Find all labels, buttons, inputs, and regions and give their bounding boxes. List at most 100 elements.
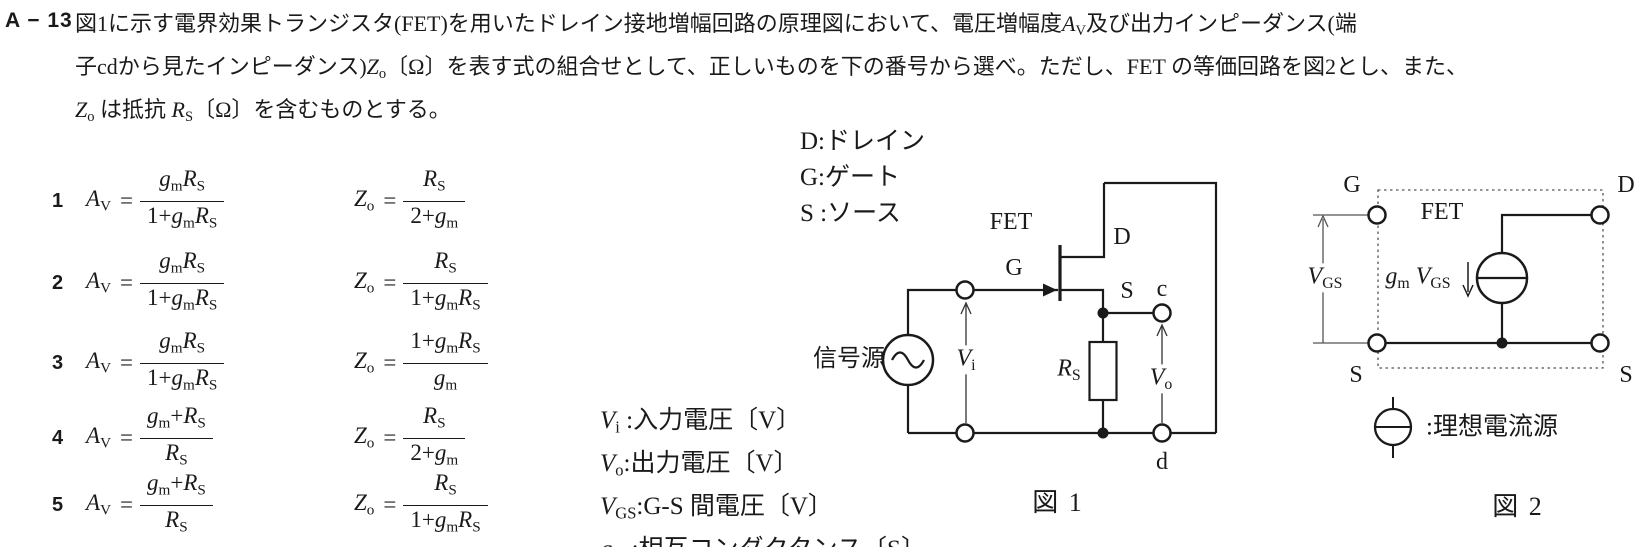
av-formula: AV = gmRS 1+gmRS <box>86 327 312 399</box>
fraction-numerator: RS <box>434 470 457 499</box>
definition-gm: gm :相互コンダクタンス〔S〕 <box>600 532 926 547</box>
terminal-c <box>1152 303 1172 323</box>
equals-sign: = <box>120 492 134 517</box>
fraction-denominator: 1+gmRS <box>140 200 225 237</box>
fraction-denominator: 2+gm <box>403 200 466 237</box>
gm-vgs-label: gm VGS <box>1385 263 1451 292</box>
fig2-wires <box>1385 213 1592 345</box>
answer-option-2: 2 AV = gmRS 1+gmRS Zo = RS 1+gmRS <box>52 248 488 315</box>
symbol-definitions: Vi :入力電圧〔V〕 Vo:出力電圧〔V〕 VGS:G-S 間電圧〔V〕 gm… <box>600 403 926 547</box>
fraction-numerator: gmRS <box>159 328 206 357</box>
fraction-denominator: RS <box>140 437 213 474</box>
answer-option-1: 1 AV = gmRS 1+gmRS Zo = RS 2+gm <box>52 166 466 233</box>
fet-label: FET <box>989 209 1033 235</box>
gate-arrowhead <box>1043 283 1057 297</box>
question-text-line-2: 子cdから見たインピーダンス)Zo〔Ω〕を表す式の組合せとして、正しいものを下の… <box>75 54 1468 83</box>
ideal-current-source-legend-text: :理想電流源 <box>1426 413 1558 441</box>
ideal-current-source-legend-symbol <box>1373 397 1413 458</box>
fraction-denominator: 1+gmRS <box>140 282 225 319</box>
gm-vgs-arrow <box>1462 262 1474 298</box>
fig1-terminals <box>955 280 1172 443</box>
av-formula: AV = gmRS 1+gmRS <box>86 165 312 237</box>
source-label-left: S <box>1349 362 1363 388</box>
vgs-label: VGS <box>1304 263 1346 293</box>
answer-option-3: 3 AV = gmRS 1+gmRS Zo = 1+gmRS gm <box>52 328 488 395</box>
signal-source-symbol <box>881 333 935 387</box>
fig1-junction-dots <box>1097 307 1109 439</box>
figure2-caption: 図 2 <box>1492 492 1544 521</box>
fraction-numerator: gm+RS <box>147 403 206 432</box>
equals-sign: = <box>383 270 397 295</box>
zo-symbol: Zo <box>354 423 375 452</box>
zo-symbol: Zo <box>354 348 375 377</box>
answer-option-4: 4 AV = gm+RS RS Zo = RS 2+gm <box>52 403 466 470</box>
figure1-circuit: FET G D S c d RS Vi Vo 信号源 図 1 <box>790 155 1240 525</box>
fraction-denominator: gm <box>403 362 488 399</box>
fraction-numerator: RS <box>434 248 457 277</box>
fet-dotted-box <box>1377 189 1604 369</box>
av-symbol: AV <box>86 490 112 519</box>
current-source-symbol <box>1475 251 1529 305</box>
question-text-line-1: 図1に示す電界効果トランジスタ(FET)を用いたドレイン接地増幅回路の原理図にお… <box>75 11 1357 40</box>
fraction-numerator: RS <box>423 166 446 195</box>
av-formula: AV = gm+RS RS <box>86 469 312 541</box>
figure2-equivalent-circuit: G D S S FET VGS gm VGS :理想電流源 図 2 <box>1295 170 1639 540</box>
zo-formula: Zo = RS 2+gm <box>354 165 466 237</box>
zo-fraction: RS 1+gmRS <box>403 247 488 319</box>
av-fraction: gmRS 1+gmRS <box>140 247 225 319</box>
answer-option-5: 5 AV = gm+RS RS Zo = RS 1+gmRS <box>52 470 488 537</box>
drain-label: D <box>1617 172 1635 198</box>
drain-legend-line: D:ドレイン <box>800 128 926 155</box>
fraction-numerator: gmRS <box>159 248 206 277</box>
av-fraction: gm+RS RS <box>140 402 213 474</box>
vi-label: Vi <box>953 345 979 375</box>
fig2-junction-dot <box>1496 337 1508 349</box>
source-terminal-right <box>1590 333 1610 353</box>
av-symbol: AV <box>86 186 112 215</box>
fraction-numerator: RS <box>423 403 446 432</box>
question-text-line-3: Zo は抵抗 RS〔Ω〕を含むものとする。 <box>75 97 451 126</box>
figure1-caption: 図 1 <box>1032 488 1084 517</box>
signal-source-label: 信号源 <box>813 346 885 372</box>
gate-label: G <box>1343 172 1361 198</box>
input-terminal-top <box>955 280 975 300</box>
equals-sign: = <box>383 425 397 450</box>
terminal-c-label: c <box>1156 276 1168 302</box>
zo-fraction: 1+gmRS gm <box>403 327 488 399</box>
drain-terminal <box>1590 205 1610 225</box>
zo-fraction: RS 1+gmRS <box>403 469 488 541</box>
source-terminal-left <box>1367 333 1387 353</box>
gate-terminal <box>1367 205 1387 225</box>
zo-symbol: Zo <box>354 268 375 297</box>
gate-label: G <box>1005 255 1023 281</box>
fraction-numerator: gmRS <box>159 166 206 195</box>
equals-sign: = <box>383 188 397 213</box>
fraction-denominator: 1+gmRS <box>403 282 488 319</box>
av-fraction: gmRS 1+gmRS <box>140 327 225 399</box>
source-legend-line: S :ソース <box>800 200 901 227</box>
fig2-terminals <box>1367 205 1610 353</box>
fraction-denominator: RS <box>140 504 213 541</box>
zo-fraction: RS 2+gm <box>403 402 466 474</box>
fraction-denominator: 2+gm <box>403 437 466 474</box>
input-terminal-bottom <box>955 423 975 443</box>
fet-symbol <box>1043 245 1062 301</box>
definition-vo: Vo:出力電圧〔V〕 <box>600 450 799 480</box>
equals-sign: = <box>120 188 134 213</box>
zo-formula: Zo = RS 2+gm <box>354 402 466 474</box>
sine-wave <box>891 351 925 369</box>
terminal-legend: D:ドレイン G:ゲート S :ソース <box>800 124 925 232</box>
fet-label: FET <box>1420 199 1464 225</box>
option-number: 4 <box>52 426 64 449</box>
av-formula: AV = gmRS 1+gmRS <box>86 247 312 319</box>
gate-legend-line: G:ゲート <box>800 164 901 191</box>
zo-fraction: RS 2+gm <box>403 165 466 237</box>
zo-symbol: Zo <box>354 490 375 519</box>
definition-vi: Vi :入力電圧〔V〕 <box>600 407 802 437</box>
av-fraction: gmRS 1+gmRS <box>140 165 225 237</box>
av-symbol: AV <box>86 268 112 297</box>
definition-vgs: VGS:G-S 間電圧〔V〕 <box>600 493 833 523</box>
equals-sign: = <box>383 492 397 517</box>
zo-formula: Zo = 1+gmRS gm <box>354 327 488 399</box>
